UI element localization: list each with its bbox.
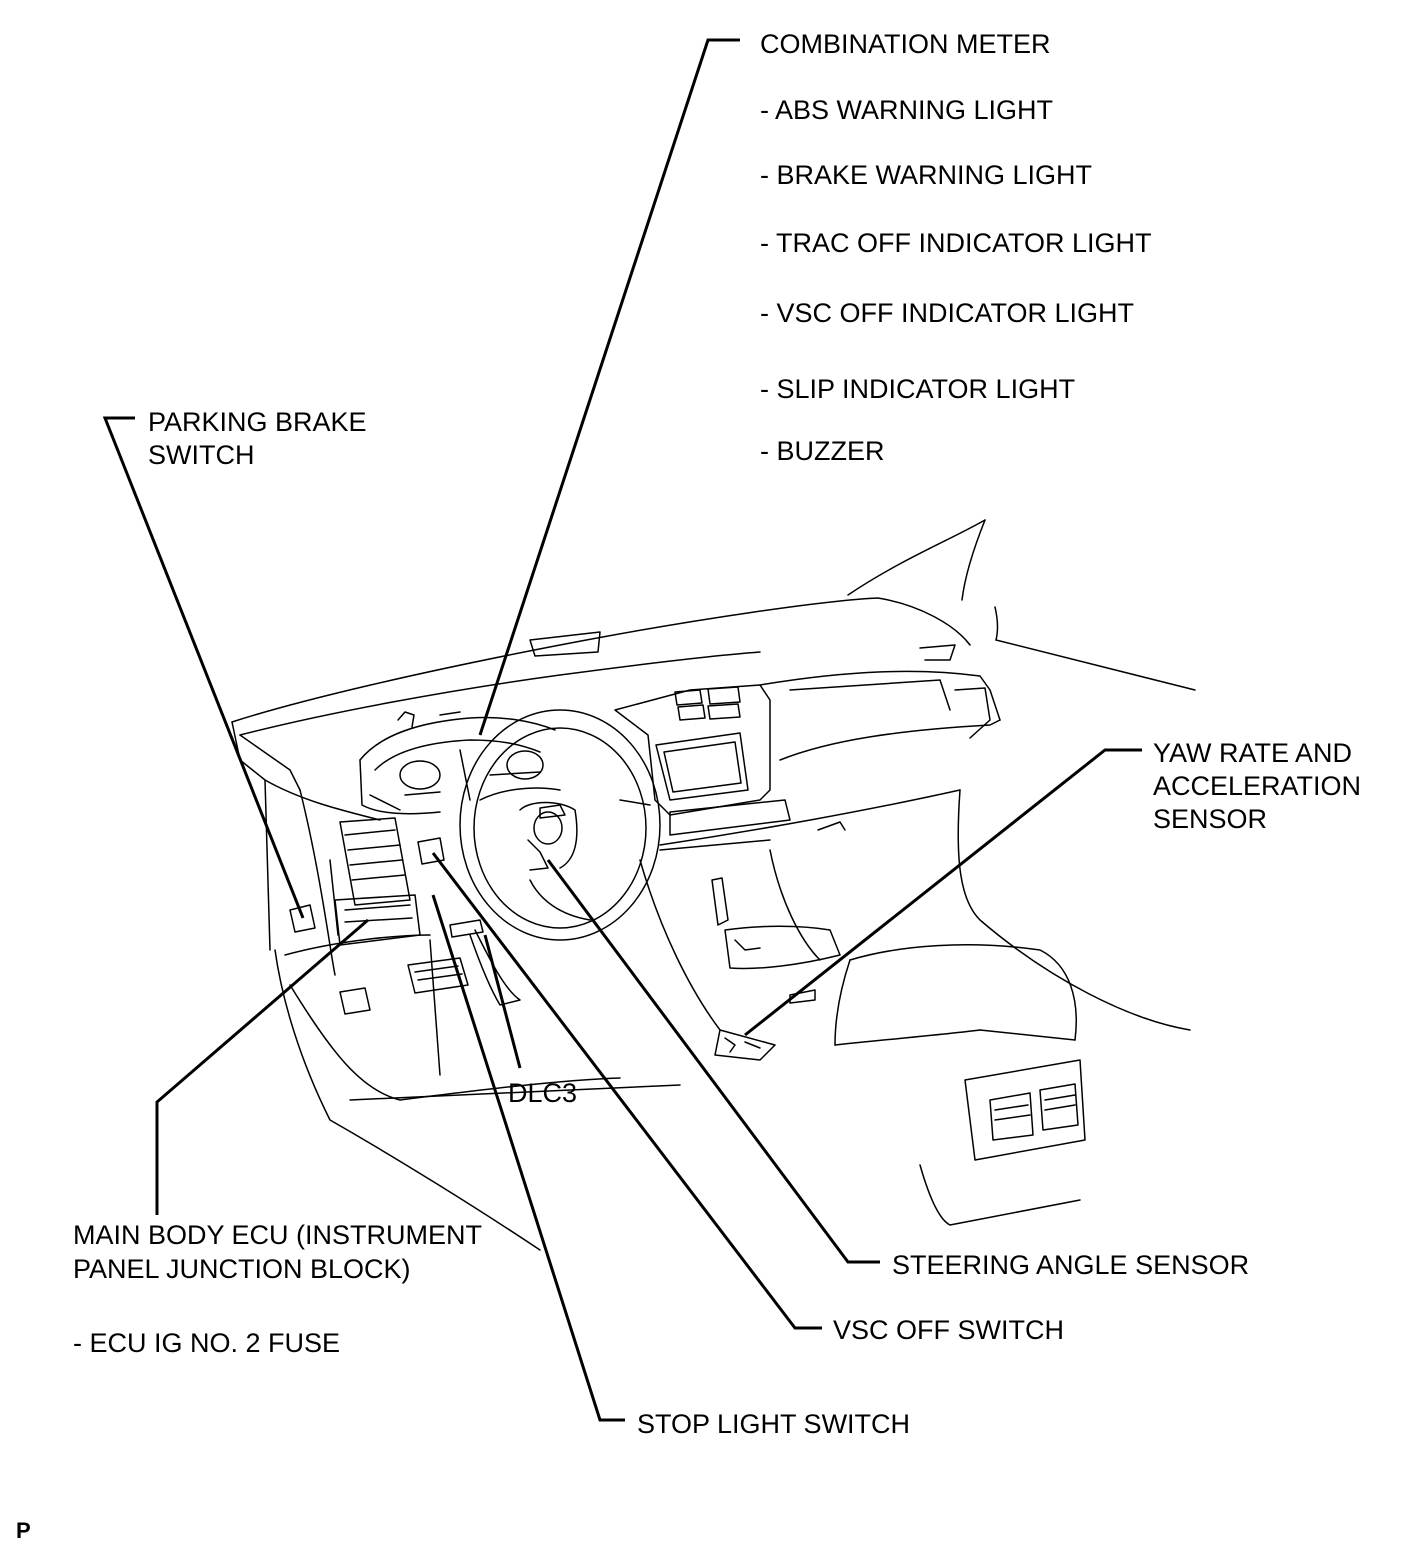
- label-yaw-rate-line1: YAW RATE AND: [1153, 738, 1353, 768]
- leader-yaw-rate-sensor: [744, 748, 1142, 1037]
- leader-dlc3: [483, 934, 522, 1069]
- label-trac-off-indicator-light: - TRAC OFF INDICATOR LIGHT: [760, 228, 1152, 258]
- leader-combination-meter: [478, 38, 740, 736]
- label-parking-brake-line1: PARKING BRAKE: [148, 407, 367, 437]
- leader-steering-angle-sensor: [546, 859, 880, 1264]
- label-vsc-off-switch: VSC OFF SWITCH: [833, 1315, 1064, 1345]
- label-combination-meter: COMBINATION METER: [760, 29, 1051, 59]
- leader-main-body-ecu: [155, 918, 369, 1215]
- label-main-body-ecu-line1: MAIN BODY ECU (INSTRUMENT: [73, 1220, 483, 1250]
- leader-parking-brake-switch: [102, 416, 305, 919]
- label-yaw-rate-line3: SENSOR: [1153, 804, 1268, 834]
- label-buzzer: - BUZZER: [760, 436, 885, 466]
- label-steering-angle-sensor: STEERING ANGLE SENSOR: [892, 1250, 1250, 1280]
- label-slip-indicator-light: - SLIP INDICATOR LIGHT: [760, 374, 1076, 404]
- label-ecu-ig-no2-fuse: - ECU IG NO. 2 FUSE: [73, 1328, 341, 1358]
- label-stop-light-switch: STOP LIGHT SWITCH: [637, 1409, 911, 1439]
- label-yaw-rate-line2: ACCELERATION: [1153, 771, 1362, 801]
- label-dlc3: DLC3: [508, 1078, 578, 1108]
- leader-stop-light-switch: [431, 894, 625, 1422]
- leader-vsc-off-switch: [431, 852, 822, 1330]
- label-brake-warning-light: - BRAKE WARNING LIGHT: [760, 160, 1093, 190]
- label-vsc-off-indicator-light: - VSC OFF INDICATOR LIGHT: [760, 298, 1135, 328]
- label-abs-warning-light: - ABS WARNING LIGHT: [760, 95, 1054, 125]
- corner-mark: P: [16, 1518, 31, 1543]
- label-main-body-ecu-line2: PANEL JUNCTION BLOCK): [73, 1254, 411, 1284]
- label-parking-brake-line2: SWITCH: [148, 440, 255, 470]
